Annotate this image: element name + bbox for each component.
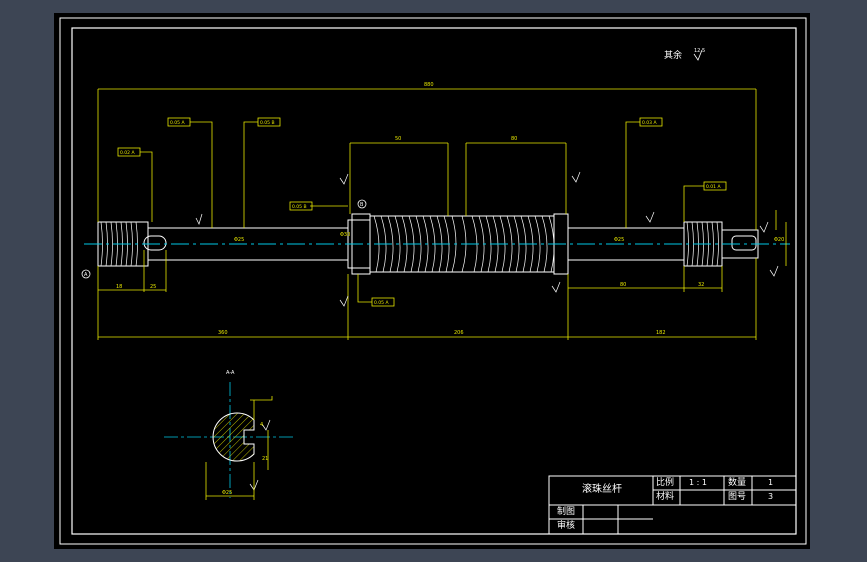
dim-left-segment: 360 (218, 330, 228, 336)
section-view: A-A Φ25 4 21 (164, 370, 296, 500)
roughness-icon (551, 281, 561, 293)
roughness-symbol-icon (693, 49, 703, 61)
dim-dia-right: Φ25 (614, 237, 624, 243)
part-name: 滚珠丝杆 (582, 484, 622, 495)
screw-groove (387, 215, 394, 273)
roughness-icon (339, 295, 349, 307)
qty-value: 1 (768, 478, 774, 487)
tolerance-text: 0.02 A (120, 150, 135, 156)
datum-b-icon (357, 199, 367, 209)
tolerance-box: 0.05 A (167, 117, 191, 127)
section-hatched-area (212, 412, 255, 462)
roughness-icon (195, 213, 203, 225)
dim-middle-segment: 206 (454, 330, 464, 336)
title-block (548, 475, 797, 535)
dim-step: 80 (620, 282, 626, 288)
tolerance-box: 0.02 A (117, 147, 141, 157)
tolerance-text: 0.03 A (642, 120, 657, 126)
tolerance-text: 0.05 B (260, 120, 275, 126)
engineering-drawing: 其余 12.5 (59, 17, 807, 545)
dim-dia-bearing: Φ25 (234, 237, 244, 243)
tolerance-box: 0.01 A (703, 181, 727, 191)
checked-label: 审核 (557, 521, 576, 531)
tolerance-box: 0.05 B (289, 201, 313, 211)
dim-end-b: 25 (150, 284, 156, 290)
outer-border (59, 17, 807, 545)
roughness-icon (769, 265, 779, 277)
datum-a-icon (81, 269, 91, 279)
roughness-icon (339, 173, 349, 185)
roughness-icon (759, 221, 769, 233)
scale-label: 比例 (656, 478, 675, 488)
material-label: 材料 (656, 492, 675, 502)
dim-overall-length: 880 (424, 82, 434, 88)
dim-thread-right: 80 (511, 136, 517, 142)
screw-groove (394, 215, 401, 273)
section-dim-height: 21 (262, 456, 268, 462)
dim-thread-left: 50 (395, 136, 401, 142)
section-dim-depth: 4 (260, 422, 263, 428)
dimension-lines (97, 88, 787, 340)
roughness-note-value: 12.5 (694, 48, 705, 54)
inner-border (71, 27, 797, 535)
datum-markers (81, 199, 367, 279)
datum-b-label: B (360, 202, 364, 208)
drawn-label: 制图 (557, 507, 576, 517)
tolerance-boxes: 0.05 A 0.05 B 0.02 A 0.05 B 0.05 A 0.03 A 0.01… (117, 117, 727, 307)
drawing-no-label: 图号 (728, 492, 747, 502)
scale-value: 1 : 1 (689, 478, 707, 487)
screw-groove (541, 215, 548, 273)
screw-groove (534, 215, 541, 273)
dim-end-c: 32 (698, 282, 704, 288)
qty-label: 数量 (728, 478, 747, 488)
section-dim-width: Φ25 (222, 490, 232, 496)
roughness-icon (571, 171, 581, 183)
tolerance-box: 0.03 A (639, 117, 663, 127)
tolerance-text: 0.05 B (292, 204, 307, 210)
dim-right-segment: 182 (656, 330, 666, 336)
roughness-icon (645, 211, 655, 223)
roughness-note-text: 其余 (664, 49, 682, 61)
datum-a-label: A (84, 272, 88, 278)
dim-end-a: 18 (116, 284, 122, 290)
tolerance-box: 0.05 A (371, 297, 395, 307)
dim-dia-journal: Φ30 (340, 232, 350, 238)
section-label: A-A (226, 370, 235, 376)
drawing-no-value: 3 (768, 492, 774, 501)
tolerance-text: 0.01 A (706, 184, 721, 190)
roughness-note: 其余 12.5 (664, 48, 705, 61)
roughness-icon (261, 419, 271, 431)
dim-dia-end: Φ20 (774, 237, 784, 243)
tolerance-box: 0.05 B (257, 117, 281, 127)
tolerance-text: 0.05 A (374, 300, 389, 306)
dimension-texts: 880 360 206 182 50 80 18 25 80 32 Φ25 Φ3… (116, 82, 784, 336)
drawing-sheet: 其余 12.5 (54, 13, 810, 549)
tolerance-text: 0.05 A (170, 120, 185, 126)
left-keyway (143, 235, 167, 251)
ball-screw-grooves (373, 215, 555, 273)
right-keyway (731, 235, 757, 251)
